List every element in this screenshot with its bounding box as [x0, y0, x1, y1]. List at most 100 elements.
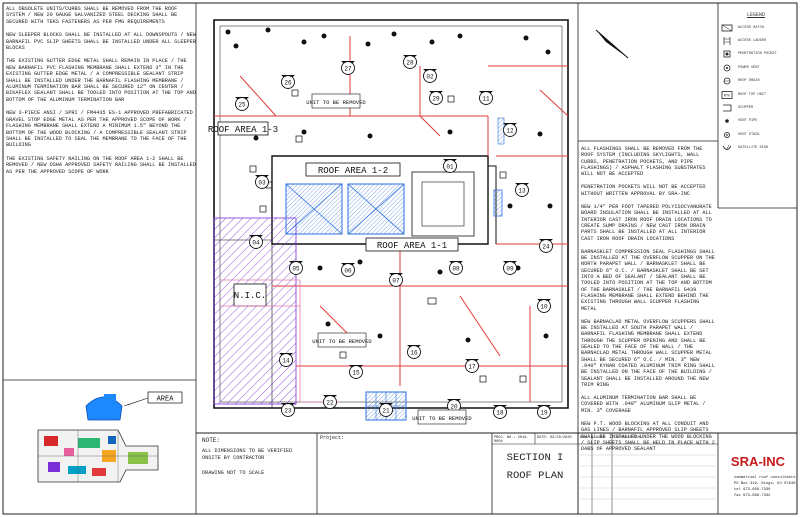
unit-number: 21 — [382, 408, 390, 415]
unit-number: 28 — [406, 60, 414, 67]
nic-label: N.I.C. — [234, 291, 266, 301]
roof-area-label-1-1: ROOF AREA 1-1 — [377, 241, 447, 251]
unit-number: 11 — [482, 96, 490, 103]
unit-number: 24 — [542, 244, 550, 251]
unit-tag: 18 — [493, 405, 507, 419]
title-block-note: Drawing not to scale — [202, 470, 265, 476]
company-fax: fax 973-689-7332 — [734, 494, 771, 498]
unit-number: 09 — [506, 266, 514, 273]
legend: LEGEND Access Hatch Access Ladder Penetr… — [719, 12, 793, 155]
scupper-icon — [719, 104, 735, 113]
unit-number: 25 — [238, 102, 246, 109]
crickets — [214, 36, 569, 402]
vent-pipe-icon — [719, 117, 735, 126]
unit-balloons: 25 26 27 28 29 11 12 13 01 02 03 04 05 06 07 08 09 10 14 15… — [235, 55, 553, 419]
unit-removal-callout: UNIT TO BE REMOVED — [312, 338, 372, 345]
unit-tag: 02 — [423, 69, 437, 83]
roof-plan: 25 26 27 28 29 11 12 13 01 02 03 04 05 06 07 08 09 10 14 15… — [208, 19, 569, 425]
rtu-curbs — [249, 89, 527, 383]
unit-number: 26 — [284, 80, 292, 87]
note-right-6: All aluminum termination bar shall be co… — [581, 395, 706, 414]
key-plan-area-label: AREA — [157, 396, 175, 404]
drawing-title-line1: SECTION I — [506, 452, 564, 464]
nic-area — [213, 217, 297, 405]
unit-tag: 21 — [379, 403, 393, 417]
roof-area-label-1-3: ROOF AREA 1-3 — [208, 125, 278, 135]
unit-tag: 04 — [249, 235, 263, 249]
legend-item: Satellite Dish — [719, 142, 793, 155]
unit-tag: 01 — [443, 159, 457, 173]
legend-item: RTU Roof Top Unit — [719, 88, 793, 101]
unit-tag: 06 — [341, 263, 355, 277]
unit-number: 16 — [410, 350, 418, 357]
note-left-5: The existing safety railing on the roof … — [6, 155, 196, 175]
unit-tag: 15 — [349, 365, 363, 379]
note-right-7: New P.T. wood blocking at all conduit an… — [581, 420, 715, 453]
unit-number: 12 — [506, 128, 514, 135]
legend-item: Penetration Pocket — [719, 48, 793, 61]
unit-tag: 29 — [429, 91, 443, 105]
note-left-3: The existing gutter edge metal shall rem… — [6, 58, 196, 103]
unit-tag: 14 — [279, 353, 293, 367]
unit-tag: 10 — [537, 299, 551, 313]
unit-number: 06 — [344, 268, 352, 275]
roof-area-label-1-2: ROOF AREA 1-2 — [318, 166, 388, 176]
unit-number: 05 — [292, 266, 300, 273]
unit-tag: 11 — [479, 91, 493, 105]
rev-header-description: DESCRIPTION — [616, 436, 642, 440]
unit-tag: 05 — [289, 261, 303, 275]
title-block-note: All dimensions to be verified onsite by … — [202, 448, 293, 461]
general-notes-right: All flashings shall be removed from the … — [581, 146, 717, 459]
legend-item: Access Hatch — [719, 21, 793, 34]
legend-item: Roof Drain — [719, 75, 793, 88]
note-right-1: All flashings shall be removed from the … — [581, 146, 706, 178]
title-block-note-heading: NOTE: — [202, 437, 221, 444]
unit-tag: 13 — [515, 183, 529, 197]
note-left-1: All obsolete units/curbs shall be remove… — [6, 6, 178, 25]
vent-stack-icon — [719, 130, 735, 139]
note-right-2: Penetration pockets will not be accepted… — [581, 184, 706, 197]
unit-tag: 12 — [503, 123, 517, 137]
legend-item: Access Ladder — [719, 34, 793, 47]
rev-header-date: DATE — [596, 436, 606, 440]
unit-tag: 26 — [281, 75, 295, 89]
unit-number: 03 — [258, 180, 266, 187]
unit-tag: 17 — [465, 359, 479, 373]
project-label: Project: — [320, 435, 345, 441]
roof-drain-icon — [719, 77, 735, 86]
unit-number: 15 — [352, 370, 360, 377]
unit-number: 02 — [426, 74, 434, 81]
unit-tag: 27 — [341, 61, 355, 75]
unit-tag: 08 — [449, 261, 463, 275]
company-address: PO Box 319, Kings, NJ 07648 — [734, 482, 796, 486]
penetration-pocket-icon — [719, 50, 735, 59]
key-plan: AREA — [37, 391, 183, 483]
company-tagline: commercial roof consultants — [734, 476, 796, 480]
unit-tag: 07 — [389, 273, 403, 287]
legend-title: LEGEND — [746, 12, 765, 18]
unit-number: 14 — [282, 358, 290, 365]
unit-number: 07 — [392, 278, 400, 285]
unit-tag: 19 — [537, 405, 551, 419]
svg-text:RTU: RTU — [724, 94, 730, 98]
roof-top-unit-icon: RTU — [719, 90, 735, 99]
unit-tag: 25 — [235, 97, 249, 111]
unit-number: 04 — [252, 240, 260, 247]
unit-number: 27 — [344, 66, 352, 73]
unit-removal-callout: UNIT TO BE REMOVED — [306, 99, 366, 106]
unit-tag: 09 — [503, 261, 517, 275]
power-vent-icon — [719, 63, 735, 72]
unit-tag: 20 — [447, 399, 461, 413]
unit-tag: 16 — [407, 345, 421, 359]
unit-tag: 23 — [281, 403, 295, 417]
note-left-4: New 3-piece ANSI / SPRI / FM4435 ES-1 ap… — [6, 110, 193, 149]
unit-number: 13 — [518, 188, 526, 195]
legend-item: Vent Stack — [719, 128, 793, 141]
unit-number: 18 — [496, 410, 504, 417]
company-phone: tel 973-689-7330 — [734, 488, 771, 492]
access-hatch-icon — [719, 23, 735, 32]
north-arrow-icon — [595, 29, 629, 59]
drawing-date: DATE: 03/26/2020 — [537, 436, 572, 440]
